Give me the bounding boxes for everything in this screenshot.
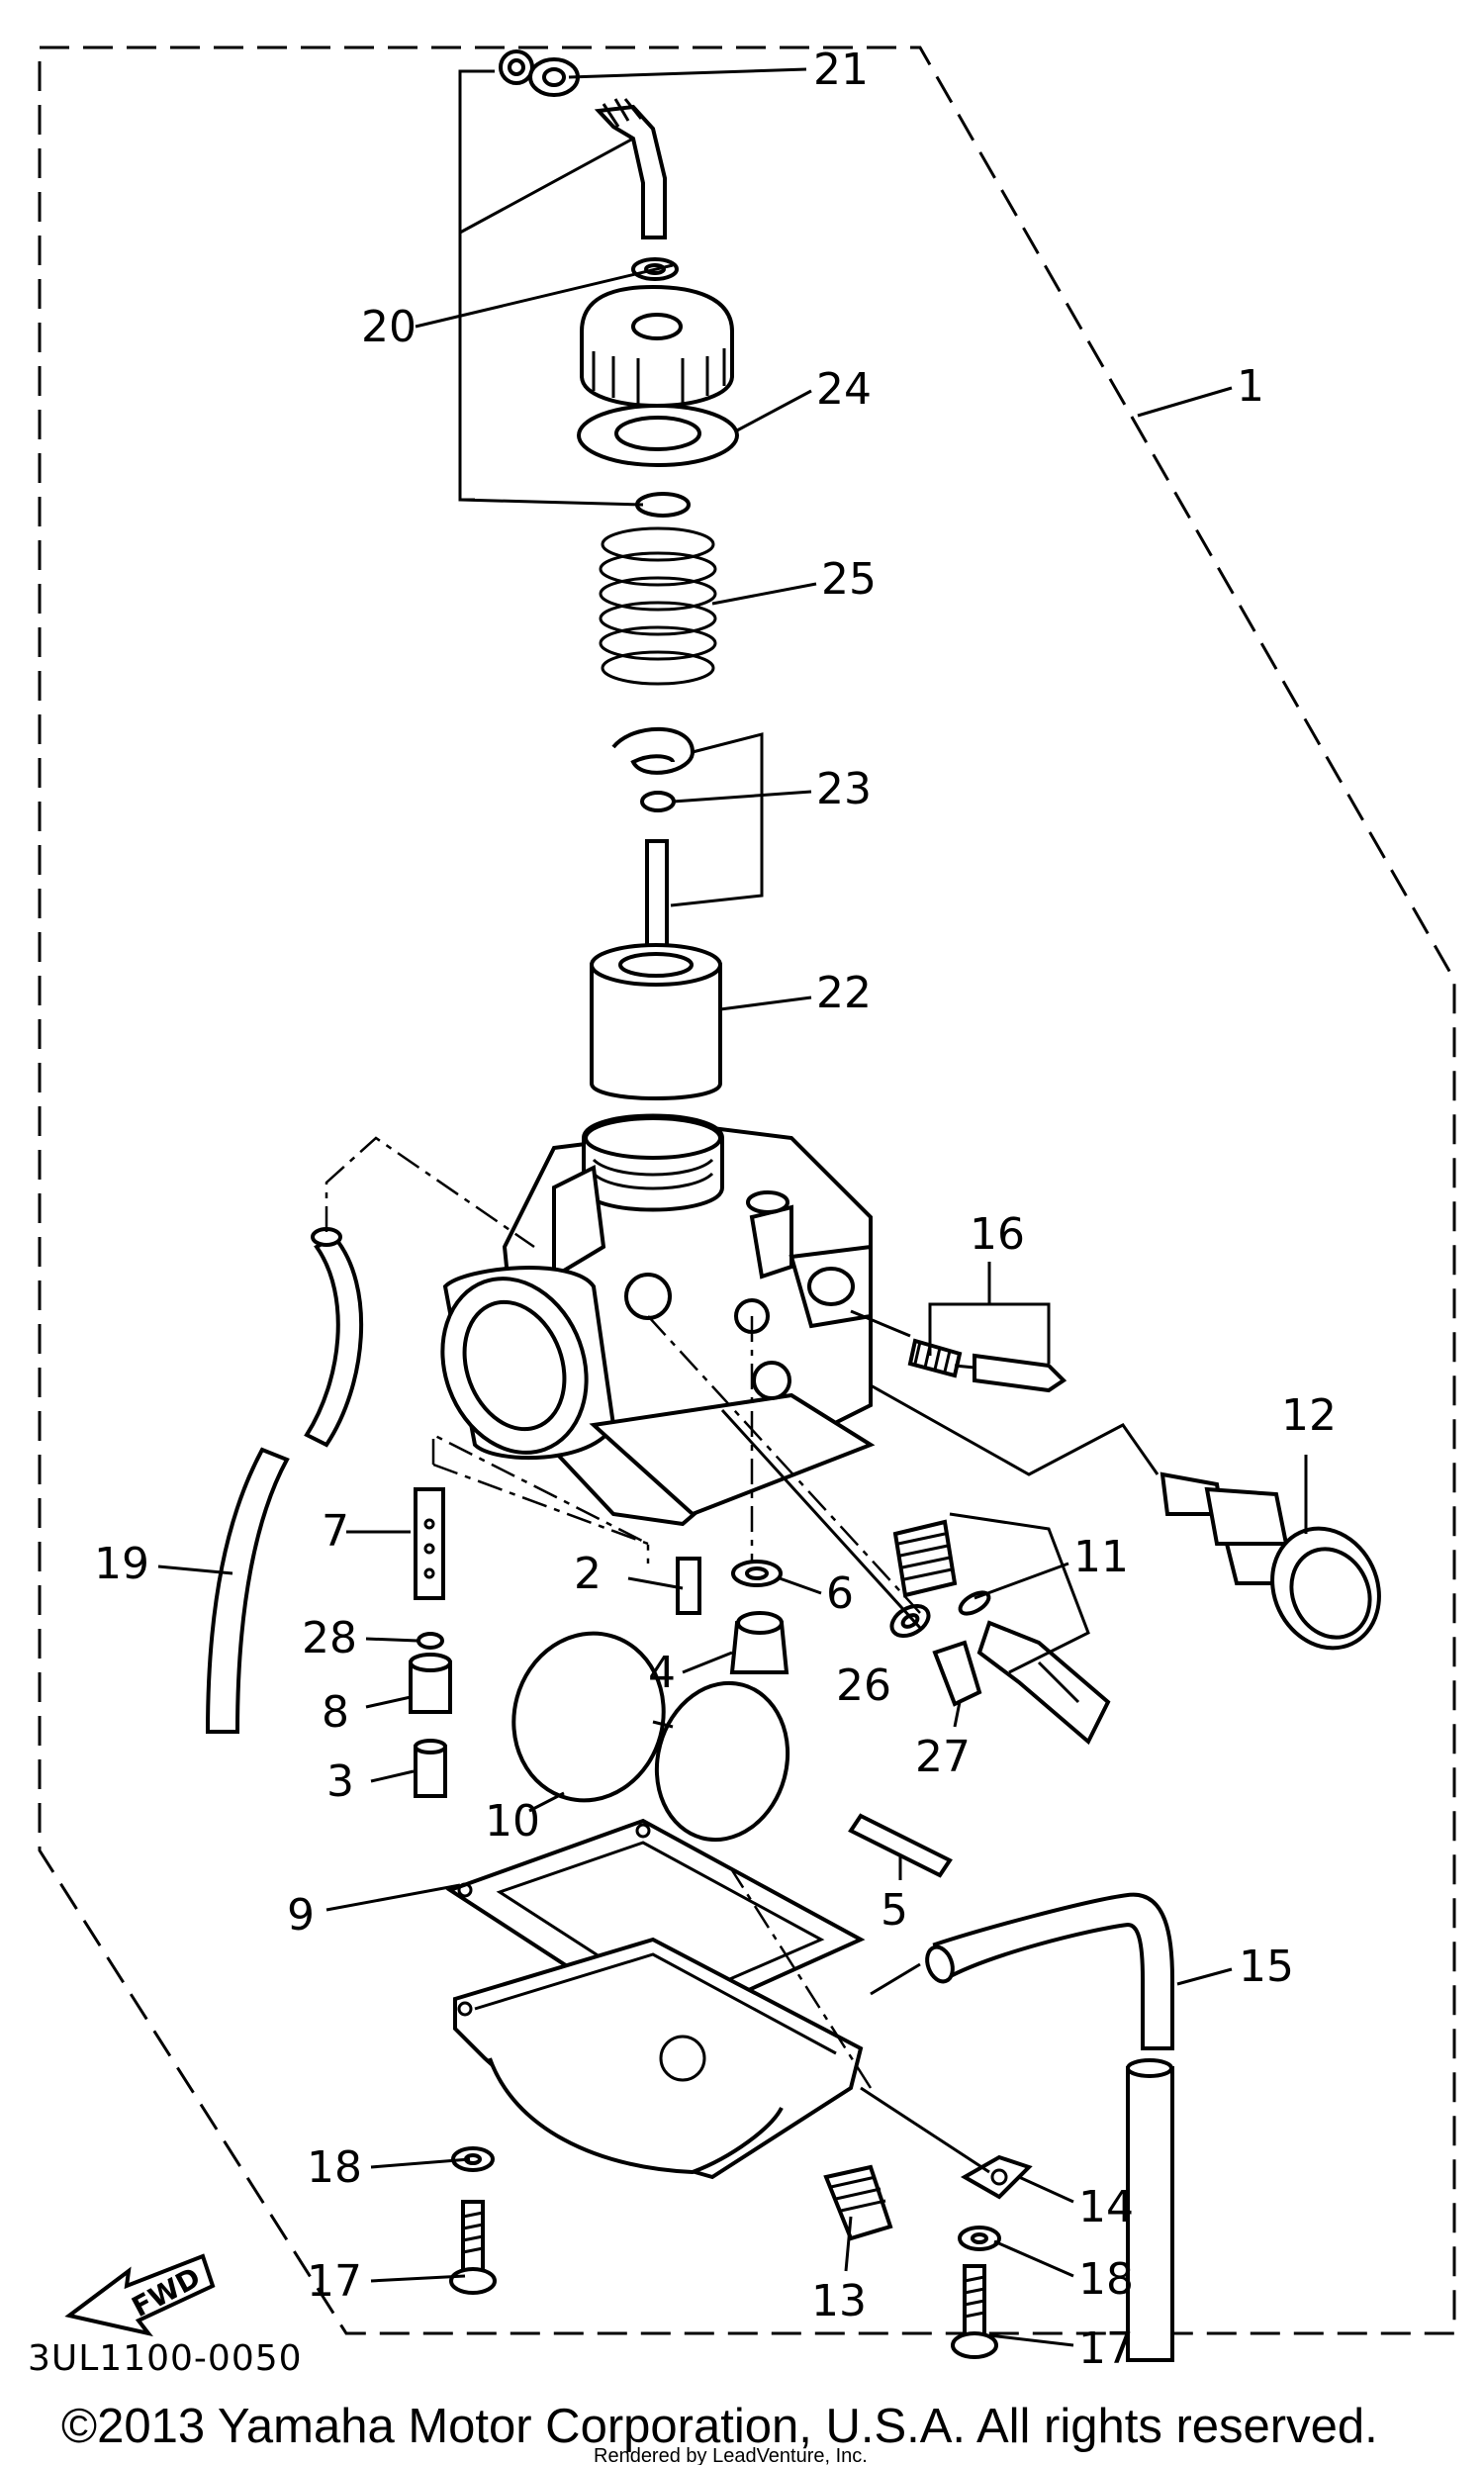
part-10-float: [511, 1631, 790, 1843]
callout-9: 9: [287, 1890, 315, 1941]
callout-10: 10: [485, 1796, 540, 1847]
part-21-cable-adjuster: [499, 49, 667, 239]
part-17-screw-left: [449, 2200, 497, 2295]
callout-1: 1: [1237, 361, 1264, 412]
part-14-bracket: [960, 2154, 1033, 2200]
callout-11: 11: [1073, 1532, 1129, 1582]
leader-lines: [157, 67, 1308, 2347]
callout-28: 28: [302, 1613, 357, 1663]
part-carburetor-body: [440, 1113, 876, 1527]
part-26-washer: [889, 1603, 931, 1639]
callout-17-right: 17: [1078, 2323, 1134, 2374]
callout-18-right: 18: [1078, 2254, 1134, 2305]
callouts: 21 20 24 1 25 23 22 16 12 19 11 7 2 6 28…: [94, 45, 1337, 2374]
part-28-o-ring: [417, 1632, 444, 1650]
callout-22: 22: [816, 968, 872, 1018]
callout-2: 2: [574, 1549, 602, 1599]
copyright-notice: ©2013 Yamaha Motor Corporation, U.S.A. A…: [61, 2400, 1378, 2453]
part-5-float-pin: [848, 1813, 953, 1878]
callout-27: 27: [915, 1732, 971, 1782]
callout-24: 24: [816, 364, 872, 415]
callout-26: 26: [836, 1660, 891, 1711]
part-clip: [635, 492, 691, 518]
callout-4: 4: [648, 1648, 676, 1698]
rendered-by-notice: Rendered by LeadVenture, Inc.: [594, 2445, 868, 2465]
callout-13: 13: [811, 2276, 867, 2326]
part-7-needle-jet: [414, 1487, 445, 1600]
part-25-spring: [599, 526, 717, 686]
callout-8: 8: [322, 1687, 349, 1738]
callout-7: 7: [322, 1506, 349, 1557]
callout-25: 25: [821, 554, 877, 605]
part-4-valve-seat: [729, 1611, 789, 1674]
diagram-code: 3UL1100-0050: [28, 2338, 303, 2379]
part-24-gasket: [577, 404, 739, 467]
part-16-idle-screw: [850, 1309, 1067, 1393]
callout-18-left: 18: [307, 2142, 362, 2193]
assembly-boundary: [38, 46, 1456, 2335]
callout-14: 14: [1078, 2182, 1134, 2232]
callout-15: 15: [1239, 1942, 1294, 1992]
callout-16: 16: [970, 1209, 1025, 1260]
callout-17-left: 17: [307, 2256, 362, 2307]
part-17-screw-right: [951, 2264, 998, 2359]
assembly-lines: [325, 1136, 921, 2089]
callout-3: 3: [326, 1756, 354, 1807]
part-15-overflow-hose: [925, 1892, 1174, 2362]
part-23-needle-clip: [611, 726, 696, 812]
part-float-bowl: [453, 1937, 864, 2180]
part-3-main-jet: [414, 1739, 447, 1798]
callout-20: 20: [361, 302, 417, 352]
part-12-starter-plunger: [1159, 1471, 1381, 1651]
part-13-drain-screw: [823, 2164, 893, 2241]
callout-12: 12: [1281, 1390, 1337, 1441]
callout-19: 19: [94, 1539, 149, 1589]
part-2-pilot-jet: [676, 1557, 701, 1615]
callout-21: 21: [813, 45, 869, 95]
callout-23: 23: [816, 764, 872, 814]
part-top-cap: [580, 284, 734, 409]
part-18-washer-right: [958, 2226, 1001, 2251]
part-27-pilot-screw: [932, 1640, 982, 1707]
part-11-air-screw: [892, 1519, 1111, 1746]
part-19-vent-hose: [205, 1227, 364, 1734]
part-22-throttle-valve: [590, 943, 722, 1100]
part-8-jet-holder: [409, 1653, 452, 1714]
callout-6: 6: [826, 1568, 854, 1619]
fwd-arrow-icon: FWD: [64, 2253, 216, 2337]
part-6-washer: [731, 1560, 783, 1587]
callout-5: 5: [881, 1885, 908, 1936]
